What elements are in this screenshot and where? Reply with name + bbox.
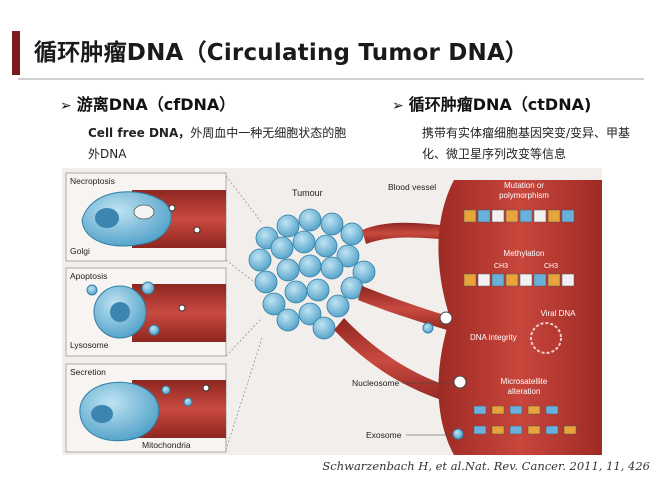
necroptosis-panel: Necroptosis Golgi — [65, 172, 227, 262]
necroptosis-label: Necroptosis — [70, 176, 115, 186]
apoptosis-panel: Apoptosis Lysosome — [65, 267, 227, 357]
exosome: Exosome — [366, 428, 464, 440]
microsatellite-label-1: Microsatellite — [501, 377, 548, 386]
tumour-label: Tumour — [292, 188, 323, 198]
viral-dna: Viral DNA — [530, 309, 577, 354]
dna-integrity: DNA integrity — [422, 311, 517, 342]
citation: Schwarzenbach H, et al.Nat. Rev. Cancer.… — [322, 459, 650, 473]
ctdna-description: 携带有实体瘤细胞基因突变/变异、甲基化、微卫星序列改变等信息 — [422, 126, 631, 161]
title-accent-bar — [12, 31, 20, 75]
cfdna-description: Cell free DNA，外周血中一种无细胞状态的胞外DNA — [88, 123, 350, 165]
secretion-label: Secretion — [70, 367, 106, 377]
microsatellite-box: Microsatellite alteration — [473, 377, 577, 435]
dna-integrity-label: DNA integrity — [470, 333, 517, 342]
ch3-label-a: CH3 — [494, 263, 508, 270]
feeding-vessels — [334, 222, 454, 404]
microsatellite-label-2: alteration — [508, 387, 541, 396]
ctdna-figure: Necroptosis Golgi Apoptosis Lysosome Sec… — [62, 168, 602, 455]
blood-vessel: Blood vessel — [388, 180, 602, 455]
ctdna-heading: ➢循环肿瘤DNA（ctDNA) — [392, 91, 591, 115]
bullet-arrow-icon: ➢ — [60, 98, 72, 114]
secretion-panel: Secretion Mitochondria — [65, 363, 227, 453]
title-divider — [18, 78, 644, 80]
ch3-label-b: CH3 — [544, 263, 558, 270]
blood-vessel-label: Blood vessel — [388, 182, 436, 192]
cfdna-heading: ➢游离DNA（cfDNA） — [60, 91, 235, 115]
panel-connectors — [225, 175, 263, 451]
lysosome-label: Lysosome — [70, 340, 109, 350]
cfdna-definition: 外周血中一种无细胞状态的胞外DNA — [88, 126, 347, 161]
mutation-label-2: polymorphism — [499, 191, 549, 200]
ctdna-diagram: Necroptosis Golgi Apoptosis Lysosome Sec… — [65, 172, 602, 455]
ctdna-heading-text: 循环肿瘤DNA（ctDNA) — [408, 95, 592, 114]
bullet-arrow-icon: ➢ — [392, 98, 404, 114]
tumour-cluster: Tumour — [248, 188, 376, 340]
nucleosome: Nucleosome — [352, 375, 467, 389]
methylation-label: Methylation — [504, 249, 545, 258]
mutation-label-1: Mutation or — [504, 181, 544, 190]
page-title: 循环肿瘤DNA（Circulating Tumor DNA） — [34, 40, 529, 66]
methylation-box: Methylation CH3 CH3 — [463, 249, 575, 287]
exosome-label: Exosome — [366, 430, 402, 440]
golgi-label: Golgi — [70, 246, 90, 256]
apoptosis-label: Apoptosis — [70, 271, 107, 281]
cfdna-heading-text: 游离DNA（cfDNA） — [76, 95, 236, 114]
mitochondria-label: Mitochondria — [142, 440, 191, 450]
cfdna-term: Cell free DNA， — [88, 126, 191, 140]
nucleosome-label: Nucleosome — [352, 378, 400, 388]
viral-dna-label: Viral DNA — [541, 309, 577, 318]
mutation-box: Mutation or polymorphism — [463, 181, 575, 223]
